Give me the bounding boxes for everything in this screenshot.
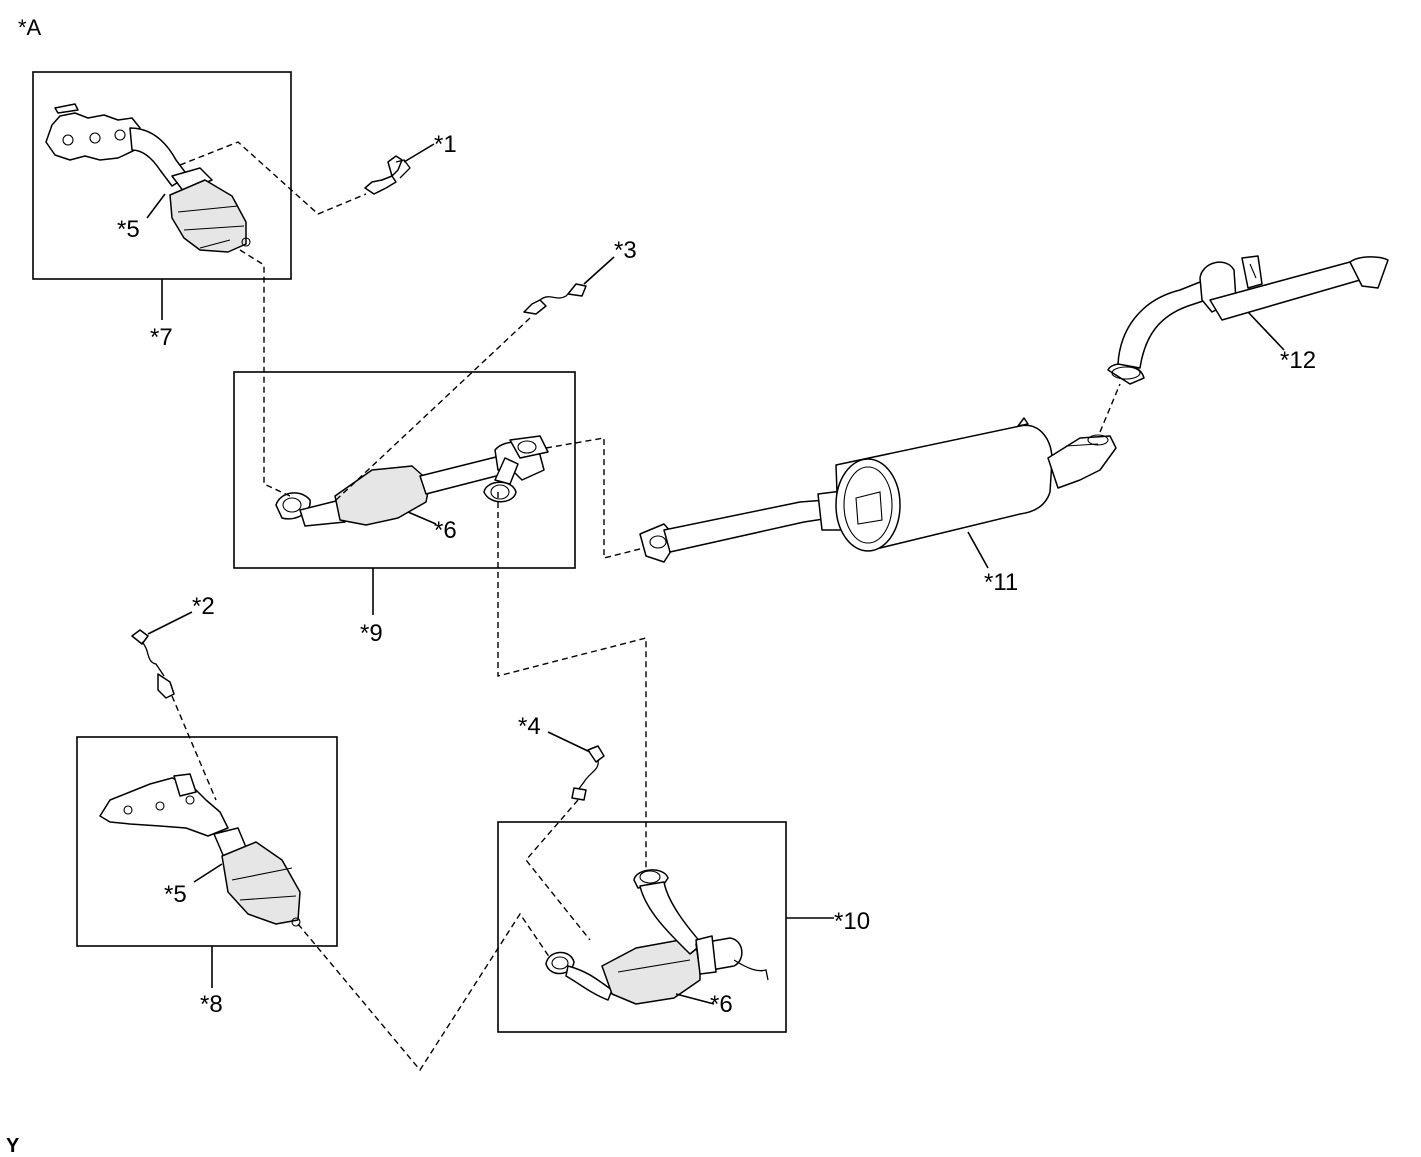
oxygen-sensor-2 xyxy=(131,629,175,699)
oxygen-sensor-4 xyxy=(571,745,605,801)
leader-3 xyxy=(583,256,615,285)
leader-6b xyxy=(675,993,715,1005)
callout-9: *9 xyxy=(360,620,383,647)
tail-pipe-assembly xyxy=(1107,255,1389,385)
front-pipe-assembly xyxy=(275,435,549,527)
callout-10: *10 xyxy=(834,908,870,935)
exhaust-manifold-converter-lower xyxy=(99,773,301,927)
oxygen-sensor-1 xyxy=(364,155,411,195)
box-10 xyxy=(497,821,787,1033)
callout-8: *8 xyxy=(200,991,223,1018)
callout-12: *12 xyxy=(1280,347,1316,374)
leader-4 xyxy=(547,731,591,753)
callout-2: *2 xyxy=(192,593,215,620)
callout-4: *4 xyxy=(518,713,541,740)
callout-6a: *6 xyxy=(434,517,457,544)
front-pipe-assembly-lower xyxy=(545,869,769,1005)
exhaust-manifold-converter-upper xyxy=(45,103,251,253)
callout-11: *11 xyxy=(984,569,1018,596)
box-8 xyxy=(76,736,338,947)
leader-6a xyxy=(407,511,437,525)
callout-3: *3 xyxy=(614,237,637,264)
callout-1: *1 xyxy=(434,131,457,158)
callout-7: *7 xyxy=(150,324,173,351)
callout-5a: *5 xyxy=(117,216,140,243)
center-exhaust-pipe-muffler xyxy=(639,417,1117,563)
box-9 xyxy=(233,371,576,569)
leader-2 xyxy=(147,611,193,635)
view-marker: *A xyxy=(18,15,42,40)
leader-12 xyxy=(1247,311,1285,351)
callout-5b: *5 xyxy=(164,881,187,908)
callout-6b: *6 xyxy=(710,991,733,1018)
leader-5a xyxy=(146,193,166,219)
oxygen-sensor-3 xyxy=(523,283,587,315)
footer-marker: Y xyxy=(6,1135,20,1157)
leader-5b xyxy=(193,863,223,883)
box-7 xyxy=(32,71,292,280)
leader-11 xyxy=(967,531,989,569)
connection-lines xyxy=(171,141,1121,1072)
leader-1 xyxy=(403,143,435,163)
